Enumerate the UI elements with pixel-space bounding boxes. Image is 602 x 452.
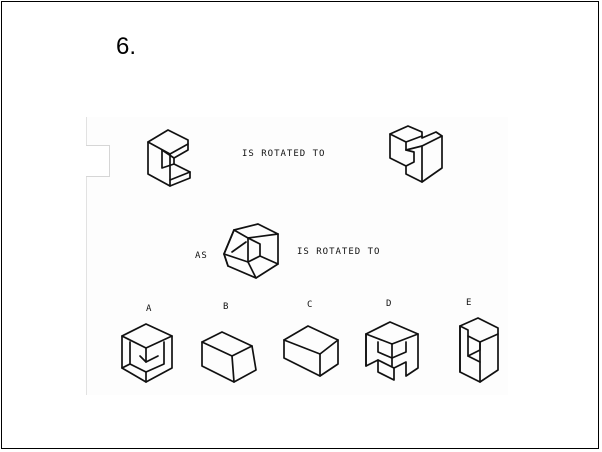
option-label-b: B (223, 302, 230, 312)
option-label-d: D (386, 299, 393, 309)
middle-rotated-text: IS ROTATED TO (297, 247, 381, 257)
option-shape-c[interactable] (282, 322, 342, 380)
reference-shape (223, 223, 279, 279)
slide-number: 6. (116, 33, 137, 60)
example-shape-original (147, 129, 191, 187)
option-label-a: A (146, 304, 153, 314)
puzzle-figure (86, 117, 508, 395)
scan-tab (86, 145, 110, 177)
scan-edge (86, 117, 87, 395)
option-shape-a[interactable] (118, 320, 178, 384)
option-shape-d[interactable] (362, 318, 424, 382)
option-shape-b[interactable] (200, 330, 260, 386)
top-rotated-text: IS ROTATED TO (242, 149, 326, 159)
example-shape-rotated (389, 125, 443, 183)
option-shape-e[interactable] (456, 316, 502, 384)
option-label-e: E (466, 298, 473, 308)
option-label-c: C (307, 300, 314, 310)
as-text: AS (195, 251, 208, 261)
